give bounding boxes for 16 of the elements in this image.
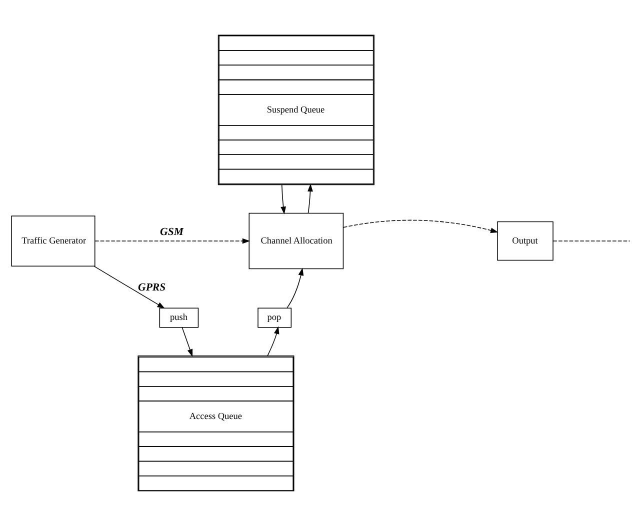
node-box: Traffic Generator bbox=[11, 216, 96, 266]
arrow bbox=[286, 268, 304, 308]
arrow bbox=[94, 238, 250, 244]
connector bbox=[552, 240, 630, 242]
node-box: Output bbox=[497, 221, 554, 261]
arrow bbox=[308, 184, 313, 214]
edge-label: GPRS bbox=[138, 282, 166, 294]
node-box: Channel Allocation bbox=[248, 212, 344, 270]
node-box: pop bbox=[258, 308, 292, 328]
edge-label: GSM bbox=[160, 226, 184, 238]
arrow bbox=[94, 266, 165, 309]
arrow bbox=[267, 326, 280, 356]
arrow bbox=[182, 327, 193, 357]
arrow bbox=[280, 184, 286, 214]
node-box: push bbox=[159, 308, 199, 328]
arrow bbox=[343, 220, 498, 233]
